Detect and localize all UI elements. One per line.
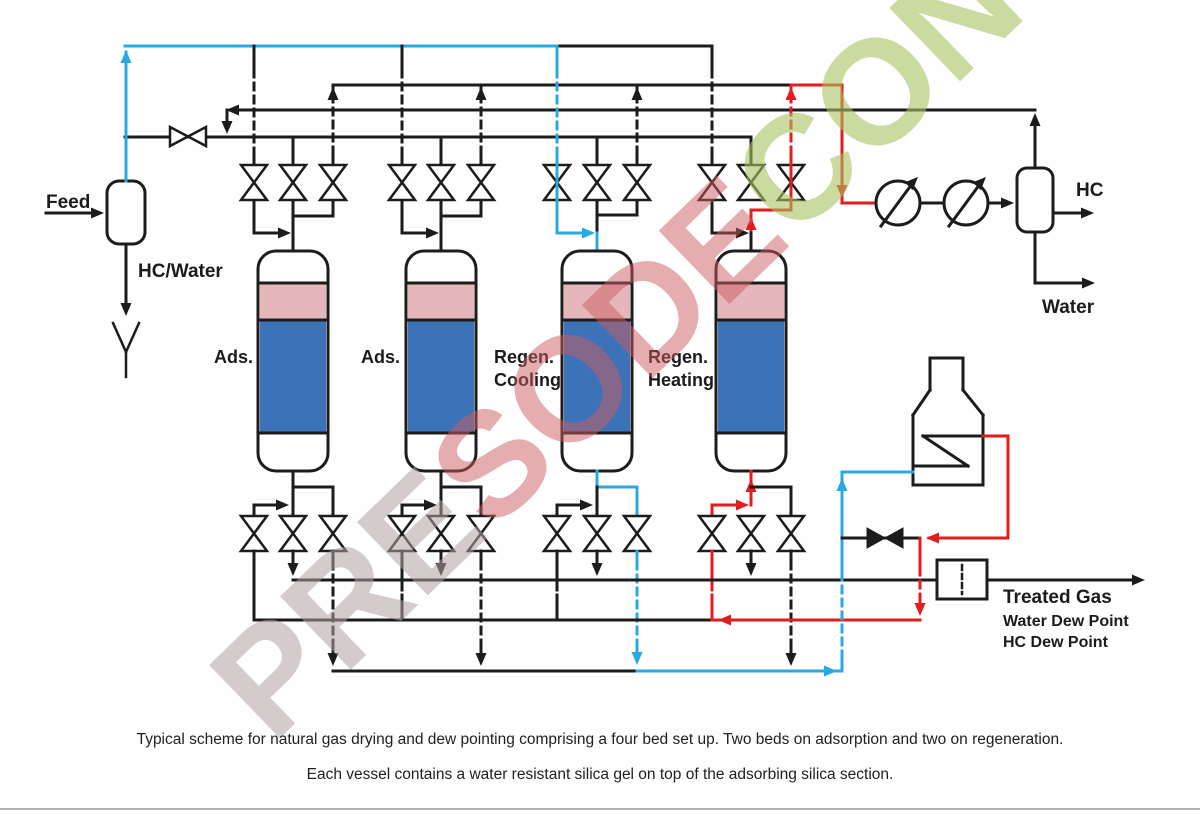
vessel-3-label-line1: Regen. (494, 347, 554, 367)
up-arrow-icon (785, 87, 797, 100)
furnace-outlet-line (914, 434, 1010, 616)
bottom-valve-group-3 (541, 514, 653, 553)
hc-water-label: HC/Water (138, 261, 223, 282)
top-left-risers (252, 44, 714, 167)
adsorber-vessel-1 (256, 249, 330, 473)
top-manifold-group-2 (400, 198, 483, 253)
cooler-outlet-line (986, 197, 1014, 209)
left-arrow-icon (226, 104, 239, 116)
regen-cooling-vessel-3 (560, 249, 634, 473)
cooling-return-riser (836, 470, 915, 673)
feed-separator-overhead-line (120, 50, 132, 183)
up-arrow-icon (475, 87, 487, 100)
vessel-3-label-line2: Cooling (494, 370, 561, 390)
cooler-2 (942, 177, 990, 229)
recycle-junction (221, 104, 239, 134)
diagonal-arrow-icon (904, 177, 918, 191)
top-valve-group-3 (541, 163, 653, 202)
bottom-manifold-group-4 (710, 469, 793, 518)
burner-icon (911, 433, 983, 469)
water-dew-point-label: Water Dew Point (1003, 613, 1129, 630)
caption-line-2: Each vessel contains a water resistant s… (306, 766, 894, 783)
feed-arrow-icon (91, 207, 104, 219)
vessel-1-label: Ads. (214, 347, 253, 367)
cooler-1 (874, 177, 922, 229)
bottom-manifold-group-2 (400, 469, 483, 518)
vessel-4-label-line1: Regen. (648, 347, 708, 367)
process-flow-diagram: Feed HC/Water Ads. Ads. Regen. Cooling R… (44, 44, 1145, 677)
drain-icon (111, 321, 141, 379)
top-right-risers (327, 83, 797, 167)
regen-hot-gas-line (836, 83, 878, 205)
dust-filter (935, 558, 989, 601)
top-valve-group-1 (238, 163, 349, 202)
top-manifold-group-3 (555, 198, 639, 253)
header-recycle-gas (225, 108, 1037, 126)
caption-line-1: Typical scheme for natural gas drying an… (136, 731, 1064, 748)
down-arrow-icon (221, 121, 233, 134)
up-arrow-icon (631, 87, 643, 100)
up-arrow-icon (120, 50, 132, 63)
vessel-4-label-line2: Heating (648, 370, 714, 390)
feed-label: Feed (46, 192, 90, 213)
bypass-control-valve (866, 527, 904, 549)
hc-outlet-line (1051, 207, 1094, 219)
regen-separator-overhead (1029, 113, 1041, 170)
feed-separator-drain (111, 242, 141, 379)
water-outlet-line (1033, 230, 1095, 289)
vessel-2-label: Ads. (361, 347, 400, 367)
hc-label: HC (1076, 180, 1104, 201)
diagonal-arrow-icon (972, 177, 986, 191)
adsorber-vessel-2 (404, 249, 478, 473)
bottom-valve-group-2 (386, 514, 497, 553)
feed-separator (105, 179, 147, 246)
top-manifold-group-1 (252, 198, 335, 253)
header-regen-bottom (331, 665, 844, 677)
down-arrow-icon (120, 303, 132, 316)
bottom-divider (0, 808, 1200, 810)
bottom-right-risers (327, 549, 797, 666)
bottom-valve-group-4 (696, 514, 807, 553)
top-valve-group-4 (696, 163, 807, 202)
regen-separator (1015, 166, 1055, 234)
bottom-manifold-group-3 (555, 469, 639, 518)
feed-inlet-line (44, 207, 104, 219)
treated-gas-label: Treated Gas (1003, 587, 1112, 608)
header-regen-heating-supply (252, 614, 922, 626)
up-arrow-icon (327, 87, 339, 100)
bottom-center-risers (287, 549, 757, 576)
water-label: Water (1042, 297, 1095, 318)
top-valve-group-2 (386, 163, 497, 202)
diagram-area: Feed HC/Water Ads. Ads. Regen. Cooling R… (44, 44, 1145, 677)
top-manifold-group-4 (710, 198, 793, 253)
bottom-valve-group-1 (238, 514, 349, 553)
top-center-risers (291, 135, 753, 167)
bottom-manifold-group-1 (252, 469, 335, 518)
furnace (910, 356, 986, 487)
regen-heating-vessel-4 (714, 249, 788, 473)
feed-valve (168, 124, 208, 149)
bottom-left-risers (252, 549, 714, 622)
hc-dew-point-label: HC Dew Point (1003, 634, 1109, 651)
header-treated-gas (291, 574, 1145, 586)
